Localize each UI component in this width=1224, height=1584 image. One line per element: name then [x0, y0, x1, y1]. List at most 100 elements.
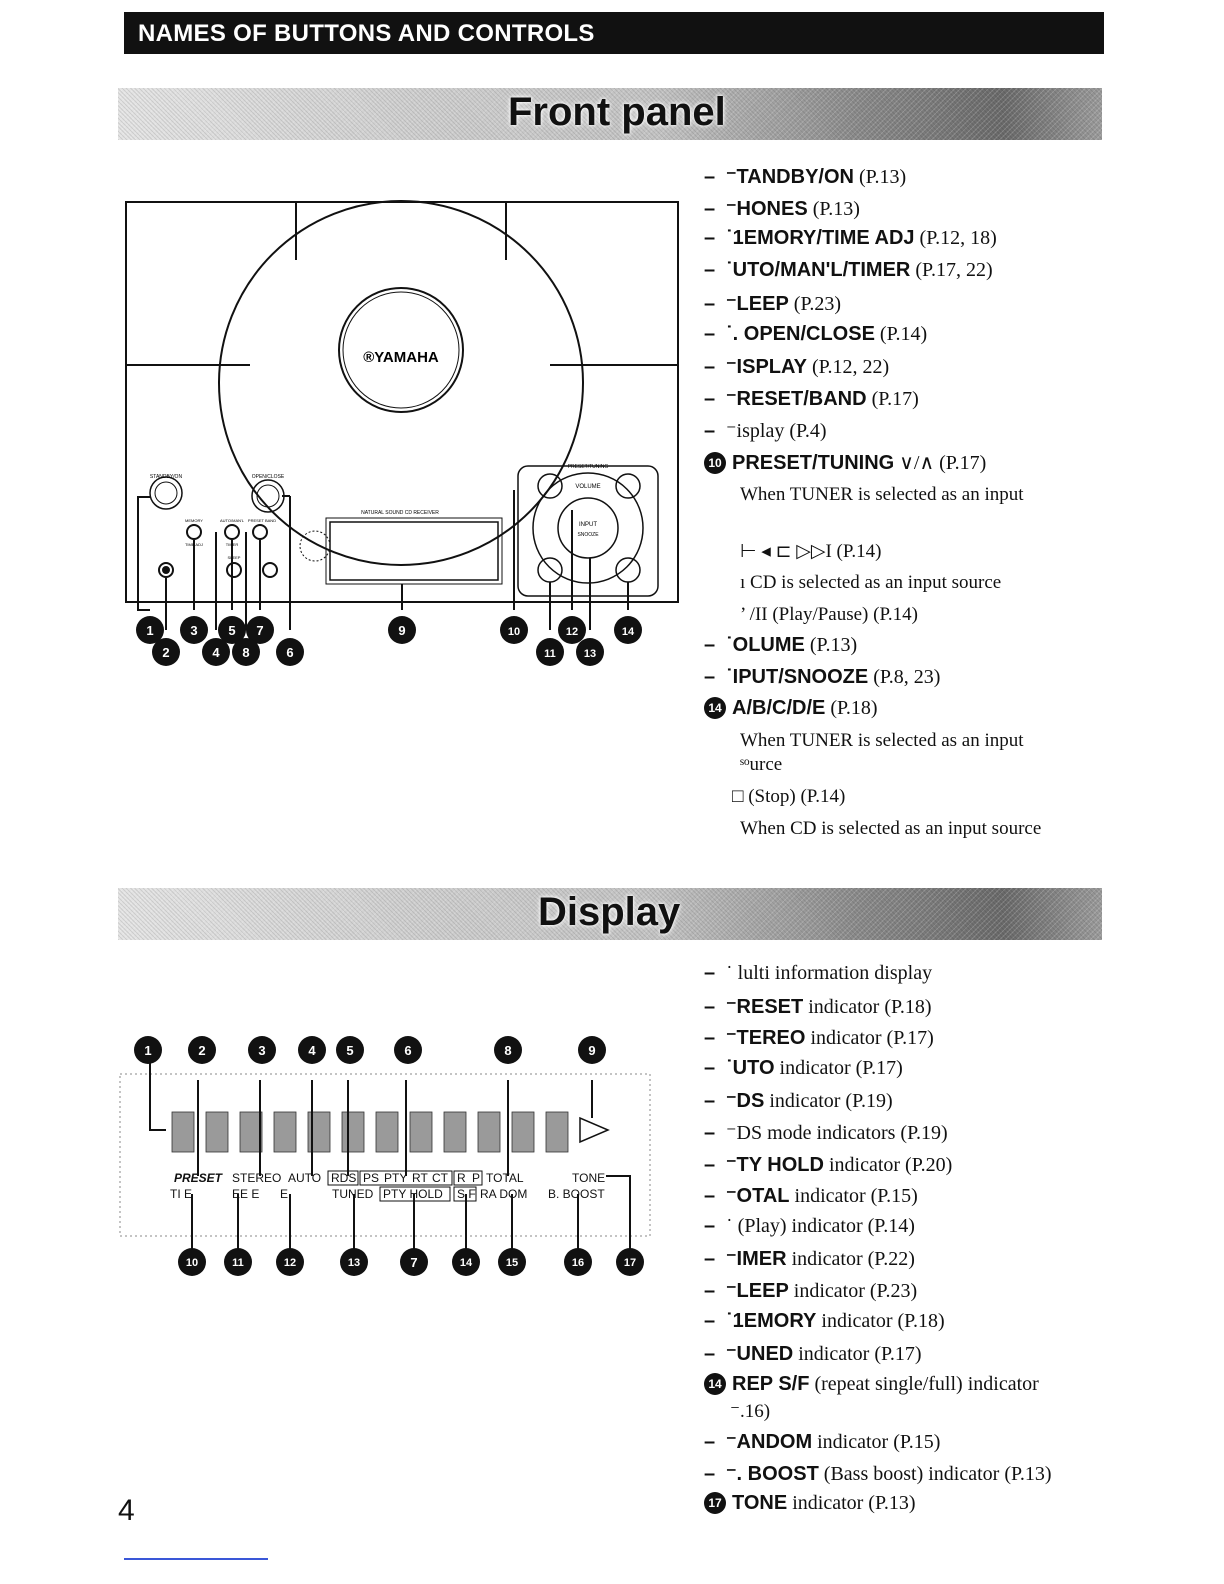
callout-9: 9 — [588, 1043, 595, 1058]
callout-11: 11 — [544, 648, 556, 660]
callout-8: 8 — [242, 645, 249, 660]
callout-5: 5 — [228, 623, 235, 638]
callout-12: 12 — [284, 1257, 296, 1269]
callout-7: 7 — [256, 623, 263, 638]
callout-13: 13 — [584, 648, 596, 660]
callout-10: 10 — [508, 626, 520, 638]
display-banner: Display — [118, 888, 1102, 940]
lcd-ct: CT — [432, 1171, 449, 1185]
callout-7: 7 — [410, 1255, 417, 1270]
lcd-tone: TONE — [572, 1171, 605, 1185]
openclose-label: OPEN/CLOSE — [252, 474, 285, 480]
list-item: –⁻UNED indicator (P.17) — [704, 1343, 922, 1365]
timer-label: TIMER — [226, 542, 239, 547]
front-panel-banner: Front panel — [118, 88, 1102, 140]
lcd-stereo: STEREO — [232, 1171, 281, 1185]
front-panel-title: Front panel — [508, 90, 726, 134]
page-number: 4 — [118, 1494, 135, 1527]
list-item: –⁻ISPLAY (P.12, 22) — [704, 356, 890, 378]
volume-label: VOLUME — [575, 484, 600, 490]
callout-8: 8 — [504, 1043, 511, 1058]
list-item: –⁻isplay (P.4) — [704, 420, 827, 442]
list-item: –˙ (Play) indicator (P.14) — [704, 1215, 915, 1237]
list-item: –⁻IMER indicator (P.22) — [704, 1248, 915, 1270]
callout-1: 1 — [144, 1043, 151, 1058]
lcd-pty: PTY — [384, 1171, 407, 1185]
time-adj-label: TIME ADJ — [185, 542, 203, 547]
note-text: ’ /II (Play/Pause) (P.14) — [740, 604, 919, 625]
note-text: When CD is selected as an input source — [740, 818, 1042, 839]
callout-11: 11 — [232, 1257, 244, 1269]
list-item: –⁻. BOOST (Bass boost) indicator (P.13) — [704, 1463, 1052, 1485]
callout-6: 6 — [404, 1043, 411, 1058]
lcd-rds: RDS — [331, 1171, 356, 1185]
lcd-sleep: EE E — [232, 1187, 259, 1201]
callout-10: 10 — [186, 1257, 198, 1269]
list-item: –˙UTO/MAN'L/TIMER (P.17, 22) — [704, 259, 993, 281]
callout-9: 9 — [398, 623, 405, 638]
lcd-preset: PRESET — [174, 1171, 224, 1185]
lcd-timer: TI E — [170, 1187, 192, 1201]
lcd-auto: AUTO — [288, 1171, 321, 1185]
preset-band-label: PRESET BAND — [248, 518, 276, 523]
callout-1: 1 — [146, 623, 153, 638]
callout-16: 16 — [572, 1257, 584, 1269]
note-text: ı CD is selected as an input source — [740, 572, 1002, 593]
callout-15: 15 — [506, 1257, 518, 1269]
list-item: –⁻LEEP indicator (P.23) — [704, 1280, 918, 1302]
callout-13: 13 — [348, 1257, 360, 1269]
list-item: –⁻ANDOM indicator (P.15) — [704, 1431, 941, 1453]
lcd-random: RA DOM — [480, 1187, 527, 1201]
sleep-label: SLEEP — [228, 555, 241, 560]
model-label: NATURAL SOUND CD RECEIVER — [361, 510, 439, 516]
list-item: –˙OLUME (P.13) — [704, 634, 858, 656]
note-text: When TUNER is selected as an input — [740, 730, 1024, 751]
list-item: –⁻OTAL indicator (P.15) — [704, 1185, 918, 1207]
callout-6: 6 — [286, 645, 293, 660]
callout-17: 17 — [624, 1257, 636, 1269]
callout-3: 3 — [190, 623, 197, 638]
lcd-rt: RT — [412, 1171, 428, 1185]
memory-label: MEMORY — [185, 518, 203, 523]
standby-label: STANDBY/ON — [150, 474, 183, 480]
note-text: ⁻.16) — [730, 1401, 771, 1422]
list-item: –⁻LEEP (P.23) — [704, 293, 842, 315]
lcd-total: TOTAL — [486, 1171, 524, 1185]
lcd-sf: S F — [457, 1187, 476, 1201]
callout-4: 4 — [212, 645, 220, 660]
lcd-pty-hold: PTY HOLD — [383, 1187, 443, 1201]
auto-man-label: AUTO/MAN'L — [220, 518, 245, 523]
lcd-tuned: TUNED — [332, 1187, 374, 1201]
callout-12: 12 — [566, 626, 578, 638]
lcd-rep: R — [457, 1171, 466, 1185]
note-text: ˢᵒurce — [740, 754, 783, 775]
lcd-bboost: B. BOOST — [548, 1187, 605, 1201]
section-header: NAMES OF BUTTONS AND CONTROLS — [124, 12, 1104, 54]
callout-5: 5 — [346, 1043, 353, 1058]
lcd-ps: PS — [363, 1171, 379, 1185]
callout-4: 4 — [308, 1043, 316, 1058]
front-panel-diagram: ®YAMAHA STANDBY/ON OPEN/CLOSE MEMORY TIM… — [125, 200, 679, 666]
input-label: INPUT — [579, 522, 597, 528]
list-item: –˙1EMORY/TIME ADJ (P.12, 18) — [704, 227, 997, 249]
list-item: –⁻RESET/BAND (P.17) — [704, 388, 919, 410]
note-text: When TUNER is selected as an input — [740, 484, 1024, 505]
list-item: –˙IPUT/SNOOZE (P.8, 23) — [704, 666, 941, 688]
note-text: ⊢ ◂ ⊏ ▷▷I (P.14) — [740, 541, 882, 562]
snooze-label: SNOOZE — [577, 532, 599, 538]
list-item: –˙1EMORY indicator (P.18) — [704, 1310, 945, 1332]
note-text: □ (Stop) (P.14) — [732, 786, 846, 807]
list-item: –˙UTO indicator (P.17) — [704, 1057, 903, 1079]
lcd-memory: E — [280, 1187, 288, 1201]
list-item: –⁻TEREO indicator (P.17) — [704, 1027, 934, 1049]
list-item: –⁻RESET indicator (P.18) — [704, 996, 932, 1018]
list-item: –⁻DS mode indicators (P.19) — [704, 1122, 948, 1144]
list-item: –⁻DS indicator (P.19) — [704, 1090, 893, 1112]
list-item: –⁻HONES (P.13) — [704, 198, 860, 220]
callout-2: 2 — [198, 1043, 205, 1058]
footer-rule — [124, 1558, 268, 1560]
callout-2: 2 — [162, 645, 169, 660]
